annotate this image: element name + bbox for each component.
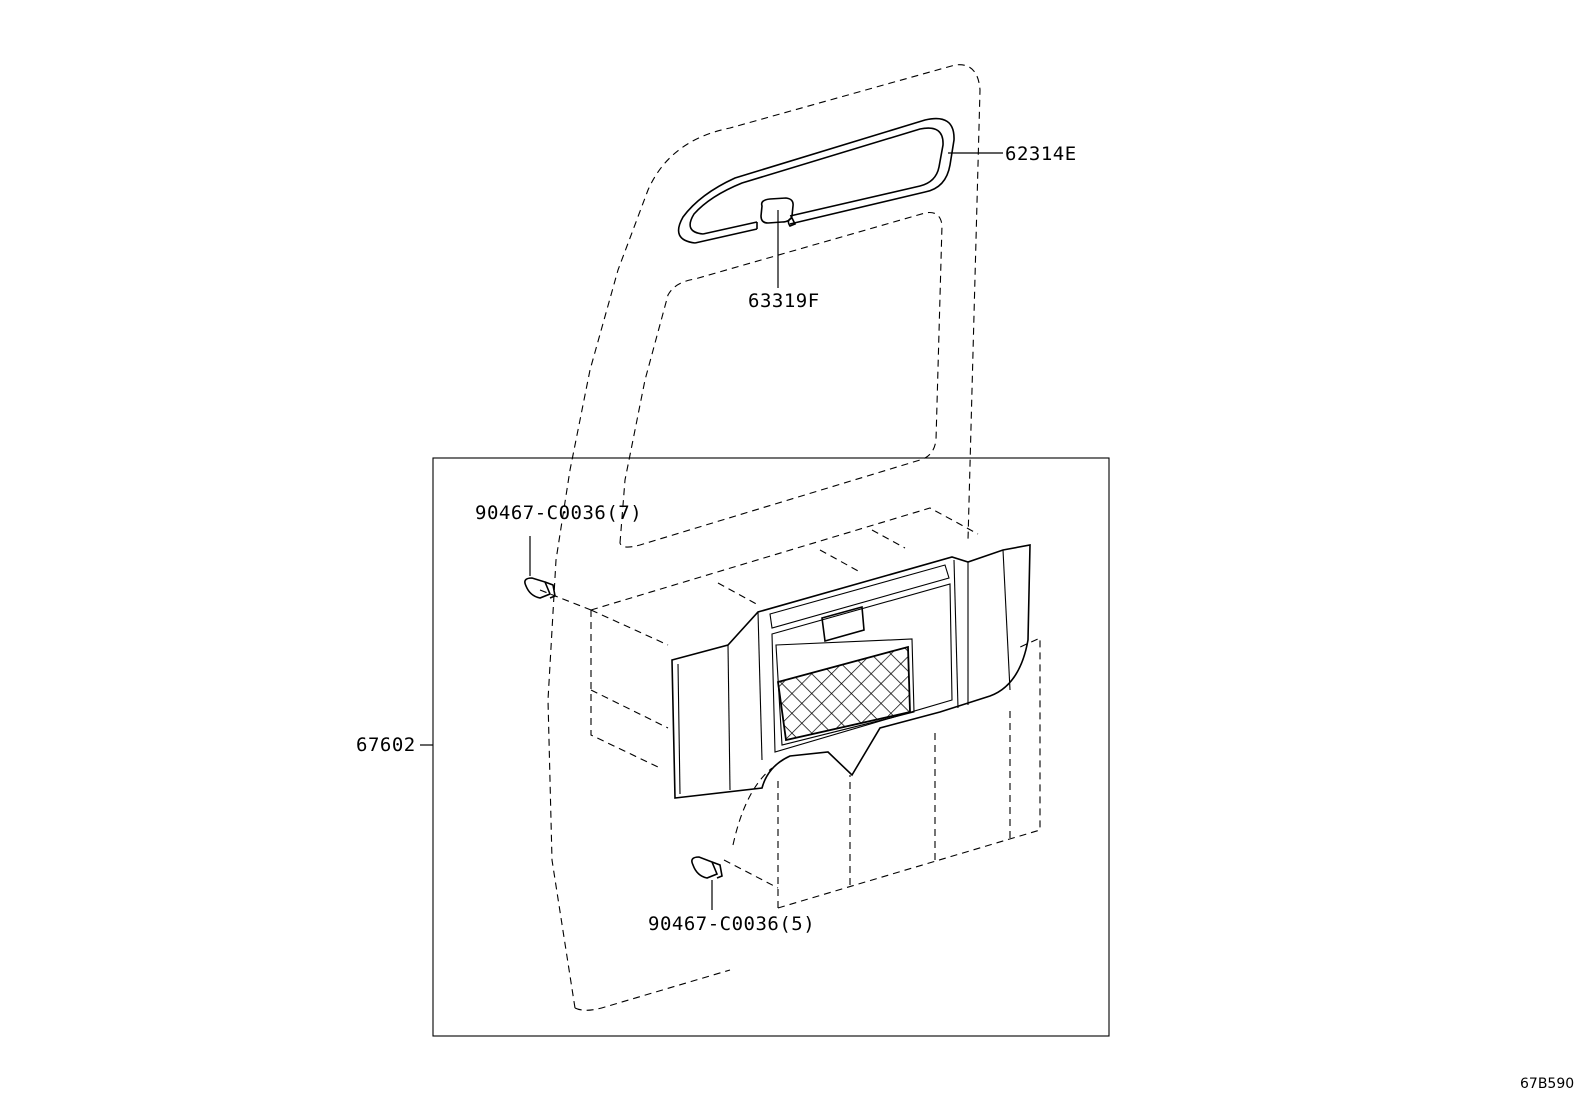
part-label-63319f[interactable]: 63319F [748, 290, 820, 312]
part-label-90467-c0036-7[interactable]: 90467-C0036(7) [475, 502, 642, 524]
net-pocket [777, 645, 911, 742]
clip-lower [691, 856, 723, 879]
part-label-62314e[interactable]: 62314E [1005, 143, 1077, 165]
assist-grip [677, 117, 955, 244]
diagram-id: 67B590 [1520, 1076, 1574, 1092]
assembly-frame [432, 457, 1110, 1037]
window-opening [619, 211, 943, 548]
door-outline [547, 64, 981, 1011]
construction-lines [539, 507, 1041, 909]
part-label-90467-c0036-5[interactable]: 90467-C0036(5) [648, 913, 815, 935]
grip-cap [760, 197, 797, 227]
part-label-67602[interactable]: 67602 [356, 734, 416, 756]
clip-upper [524, 577, 556, 599]
door-trim-panel [671, 544, 1031, 799]
leader-lines [420, 152, 1003, 910]
